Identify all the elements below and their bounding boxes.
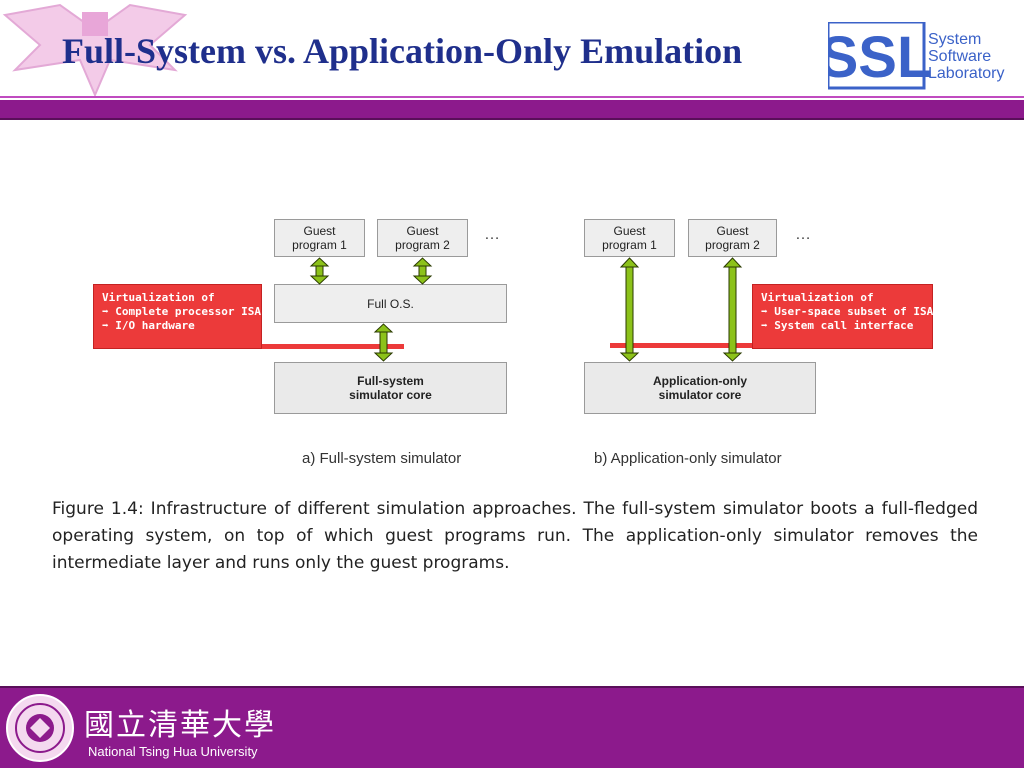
left-virtualization-box: Virtualization of ➡ Complete processor I… bbox=[93, 284, 262, 349]
left-subfigure-caption: a) Full-system simulator bbox=[302, 450, 462, 467]
university-emblem-logo bbox=[2, 3, 188, 98]
right-virtualization-title: Virtualization of bbox=[761, 291, 874, 304]
figure-caption: Figure 1.4: Infrastructure of different … bbox=[52, 499, 978, 573]
right-more-dots: … bbox=[795, 226, 812, 243]
footer-bar bbox=[0, 688, 1024, 768]
arrow-left-guest2-os bbox=[412, 257, 433, 285]
header-bar bbox=[0, 100, 1024, 120]
left-virtualization-line bbox=[262, 344, 404, 349]
left-guest-program-2: Guest program 2 bbox=[377, 219, 468, 257]
right-guest-program-2: Guest program 2 bbox=[688, 219, 777, 257]
ssl-logo: SSL System Software Laboratory bbox=[820, 20, 1018, 95]
logo-line-2: Software bbox=[928, 48, 991, 65]
right-virtualization-box: Virtualization of ➡ User-space subset of… bbox=[752, 284, 933, 349]
header-accent-line bbox=[0, 96, 1024, 98]
left-virtualization-title: Virtualization of bbox=[102, 291, 215, 304]
application-only-core-box: Application-only simulator core bbox=[584, 362, 816, 414]
right-virtualization-item-1: ➡ User-space subset of ISA bbox=[761, 305, 934, 318]
left-virtualization-item-2: ➡ I/O hardware bbox=[102, 319, 195, 332]
arrow-right-guest1-core bbox=[619, 257, 640, 362]
arrow-left-os-core bbox=[373, 323, 394, 362]
arrow-left-guest1-os bbox=[309, 257, 330, 285]
university-name-chinese: 國立清華大學 bbox=[84, 708, 276, 743]
logo-mark: SSL bbox=[828, 25, 932, 90]
university-seal-icon bbox=[6, 694, 74, 762]
logo-line-3: Laboratory bbox=[928, 65, 1005, 82]
slide-title: Full-System vs. Application-Only Emulati… bbox=[62, 31, 743, 71]
right-guest-program-1: Guest program 1 bbox=[584, 219, 675, 257]
logo-line-1: System bbox=[928, 31, 981, 48]
left-guest-program-1: Guest program 1 bbox=[274, 219, 365, 257]
arrow-right-guest2-core bbox=[722, 257, 743, 362]
right-subfigure-caption: b) Application-only simulator bbox=[594, 450, 782, 467]
footer-accent-line bbox=[0, 686, 1024, 688]
full-os-box: Full O.S. bbox=[274, 284, 507, 323]
full-system-core-box: Full-system simulator core bbox=[274, 362, 507, 414]
right-virtualization-line bbox=[610, 343, 752, 348]
right-virtualization-item-2: ➡ System call interface bbox=[761, 319, 914, 332]
university-name-english: National Tsing Hua University bbox=[88, 744, 258, 759]
left-more-dots: … bbox=[484, 226, 501, 243]
left-virtualization-item-1: ➡ Complete processor ISA bbox=[102, 305, 261, 318]
